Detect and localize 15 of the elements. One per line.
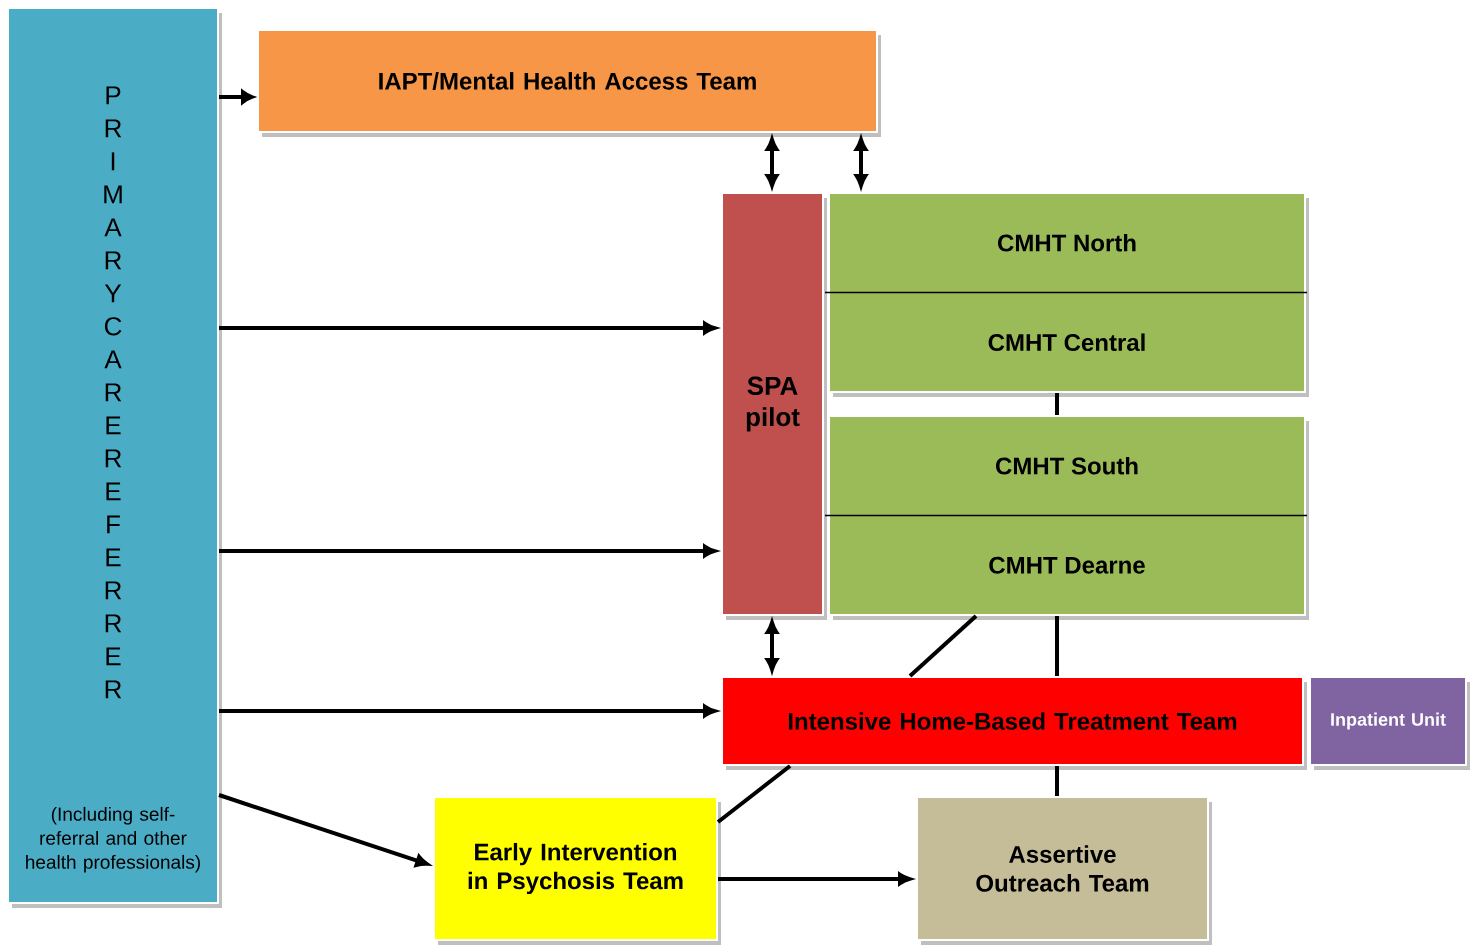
- connector-line: [1055, 393, 1059, 415]
- pilot-box: SPA pilot: [721, 192, 827, 620]
- connector-line: [1055, 616, 1059, 676]
- connector-line: [1055, 766, 1059, 796]
- team-box: Intensive Home-Based Treatment Team: [721, 676, 1307, 770]
- connector-line: [716, 764, 792, 824]
- cmht-box: CMHT North CMHT Central: [824, 192, 1309, 397]
- arrow: [219, 89, 255, 105]
- team-box: Early Intervention in Psychosis Team: [433, 796, 721, 945]
- unit-box: Inpatient Unit: [1309, 676, 1470, 770]
- connector-line: [908, 614, 978, 678]
- cmht-box: CMHT South CMHT Dearne: [824, 415, 1309, 620]
- referrer-bar: P R I M A R Y C A R E R E F E R R E R (Including self-referral and other health professionals): [7, 7, 222, 908]
- team-box: Assertive Outreach Team: [916, 796, 1212, 945]
- team-box: IAPT/Mental Health Access Team: [257, 29, 881, 137]
